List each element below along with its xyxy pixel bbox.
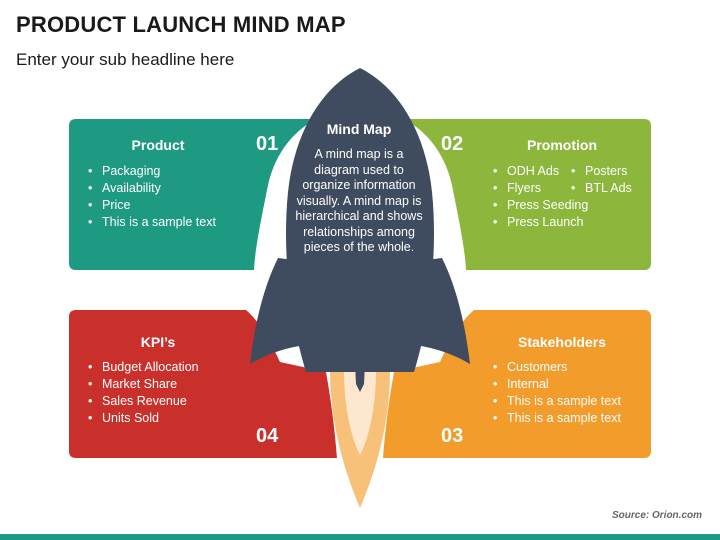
list-item: This is a sample text	[493, 393, 621, 410]
list-item: Availability	[88, 180, 216, 197]
list-item: Press Seeding	[493, 197, 643, 214]
list-item: This is a sample text	[88, 214, 216, 231]
product-list: Packaging Availability Price This is a s…	[88, 163, 216, 231]
center-body: A mind map is a diagram used to organize…	[295, 147, 423, 254]
list-item: Posters	[571, 163, 649, 180]
page-title: PRODUCT LAUNCH MIND MAP	[16, 12, 346, 37]
source-credit: Source: Orion.com	[611, 510, 702, 521]
product-heading: Product	[131, 137, 185, 153]
list-item: Units Sold	[88, 410, 199, 427]
kpis-list: Budget Allocation Market Share Sales Rev…	[88, 359, 199, 427]
product-number: 01	[256, 133, 279, 155]
promotion-list: ODH AdsPosters FlyersBTL Ads Press Seedi…	[493, 163, 653, 231]
list-item: Packaging	[88, 163, 216, 180]
bottom-accent-bar	[0, 534, 720, 540]
list-item: ODH Ads	[493, 163, 571, 180]
stakeholders-list: Customers Internal This is a sample text…	[493, 359, 621, 427]
list-item: Customers	[493, 359, 621, 376]
center-title: Mind Map	[326, 121, 392, 137]
page-subtitle: Enter your sub headline here	[16, 50, 235, 69]
rocket-body	[286, 68, 434, 372]
list-item: Flyers	[493, 180, 571, 197]
list-item: Sales Revenue	[88, 393, 199, 410]
promotion-heading: Promotion	[527, 137, 597, 153]
list-item: BTL Ads	[571, 180, 649, 197]
list-item: Internal	[493, 376, 621, 393]
stakeholders-number: 03	[441, 425, 464, 447]
kpis-number: 04	[256, 425, 279, 447]
list-item: Market Share	[88, 376, 199, 393]
list-item: Budget Allocation	[88, 359, 199, 376]
list-item: Price	[88, 197, 216, 214]
list-item: This is a sample text	[493, 410, 621, 427]
rocket-flame-inner	[344, 370, 376, 455]
kpis-heading: KPI’s	[140, 334, 176, 350]
promotion-number: 02	[441, 133, 464, 155]
list-item: Press Launch	[493, 214, 643, 231]
rocket-spike	[352, 292, 368, 392]
stakeholders-heading: Stakeholders	[518, 334, 606, 350]
